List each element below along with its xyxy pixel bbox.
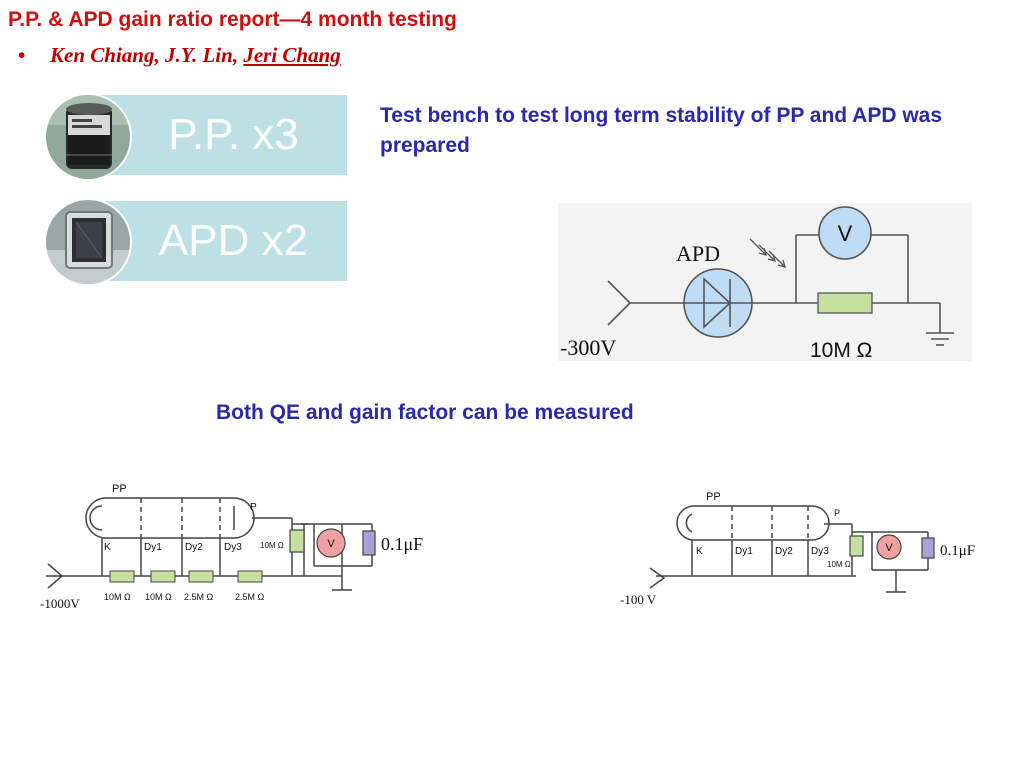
apd-resistor-label: 10M Ω: [810, 339, 872, 362]
voltmeter-icon: [316, 528, 346, 558]
tile-pp: P.P. x3: [98, 95, 347, 175]
authors-names: Ken Chiang, J.Y. Lin,: [50, 43, 244, 67]
apd-meter-label: V: [838, 221, 853, 246]
pp-circuit-left-svg: PP P K Dy1 Dy2 Dy3 10M Ω 10M Ω 2.5M Ω 2.…: [40, 483, 423, 611]
divider-resistor-icon: [237, 570, 263, 583]
tile-apd: APD x2: [98, 201, 347, 281]
pp-circuit-right: PP P K Dy1 Dy2 Dy3 10M Ω V 0.1μF -100 V: [616, 488, 996, 612]
tile-apd-label: APD x2: [158, 216, 309, 265]
pp-left-divider-2: 2.5M Ω: [184, 592, 214, 602]
measured-description: Both QE and gain factor can be measured: [216, 401, 634, 424]
pp-left-capacitor-label: 0.1μF: [381, 534, 423, 554]
pp-right-electrode-dy1: Dy1: [735, 546, 753, 557]
pp-right-voltage-label: -100 V: [620, 592, 657, 607]
divider-resistor-icon: [150, 570, 176, 583]
apd-circuit-diagram: APD V -300V 10M Ω: [558, 203, 972, 362]
slide-title: P.P. & APD gain ratio report—4 month tes…: [8, 8, 457, 31]
apd-voltage-label: -300V: [560, 335, 616, 360]
pp-left-electrode-dy3: Dy3: [224, 542, 242, 553]
pp-left-anode-label: P: [250, 502, 257, 513]
pp-left-meter-label: V: [327, 538, 335, 550]
pp-circuit-left: PP P K Dy1 Dy2 Dy3 10M Ω 10M Ω 2.5M Ω 2.…: [38, 478, 458, 618]
apd-device-label: APD: [676, 241, 720, 266]
pp-left-input-arrow-icon: [47, 563, 64, 589]
tile-pp-label: P.P. x3: [168, 110, 299, 159]
authors-underlined-name: Jeri Chang: [243, 43, 341, 67]
pp-right-input-arrow-icon: [649, 567, 666, 589]
pp-left-divider-3: 2.5M Ω: [235, 592, 265, 602]
pp-right-tube-label: PP: [706, 491, 721, 503]
bench-description: Test bench to test long term stability o…: [380, 104, 943, 157]
apd-circuit-svg: APD V -300V 10M Ω: [558, 203, 972, 362]
pp-tube-outline: [85, 497, 255, 539]
pp-left-electrode-k: K: [104, 542, 111, 553]
light-arrows-icon: [749, 238, 786, 268]
pp-right-meter-label: V: [885, 542, 893, 554]
capacitor-icon: [362, 530, 376, 556]
pp-right-anode-label: P: [834, 508, 840, 518]
pp-left-tube-label: PP: [112, 483, 127, 495]
photomultiplier-tube-photo: [44, 93, 132, 181]
load-resistor-icon: [289, 529, 305, 553]
photomultiplier-tube-icon: [46, 95, 130, 179]
pp-left-electrode-dy1: Dy1: [144, 542, 162, 553]
pp-left-voltage-label: -1000V: [40, 596, 80, 611]
pp-right-electrode-k: K: [696, 546, 703, 557]
pp-right-capacitor-label: 0.1μF: [940, 543, 975, 559]
authors-line: • Ken Chiang, J.Y. Lin, Jeri Chang: [18, 43, 341, 68]
capacitor-icon: [921, 537, 935, 559]
bullet: •: [18, 43, 26, 67]
divider-resistor-icon: [188, 570, 214, 583]
resistor-icon: [817, 292, 873, 314]
pp-right-electrode-dy2: Dy2: [775, 546, 793, 557]
pp-left-divider-1: 10M Ω: [145, 592, 172, 602]
load-resistor-icon: [849, 535, 864, 557]
pp-right-load-label: 10M Ω: [827, 560, 851, 569]
pp-circuit-right-svg: PP P K Dy1 Dy2 Dy3 10M Ω V 0.1μF -100 V: [620, 491, 975, 607]
pp-left-divider-0: 10M Ω: [104, 592, 131, 602]
avalanche-photodiode-icon: [46, 200, 130, 284]
pp-right-electrode-dy3: Dy3: [811, 546, 829, 557]
diode-icon: [703, 277, 732, 329]
voltmeter-icon: [876, 534, 902, 560]
voltmeter-icon: [818, 206, 872, 260]
avalanche-photodiode-photo: [44, 198, 132, 286]
pp-left-load-label: 10M Ω: [260, 541, 284, 550]
divider-resistor-icon: [109, 570, 135, 583]
pp-left-electrode-dy2: Dy2: [185, 542, 203, 553]
pp-tube-outline: [676, 505, 830, 541]
ground-icon: [926, 332, 954, 346]
